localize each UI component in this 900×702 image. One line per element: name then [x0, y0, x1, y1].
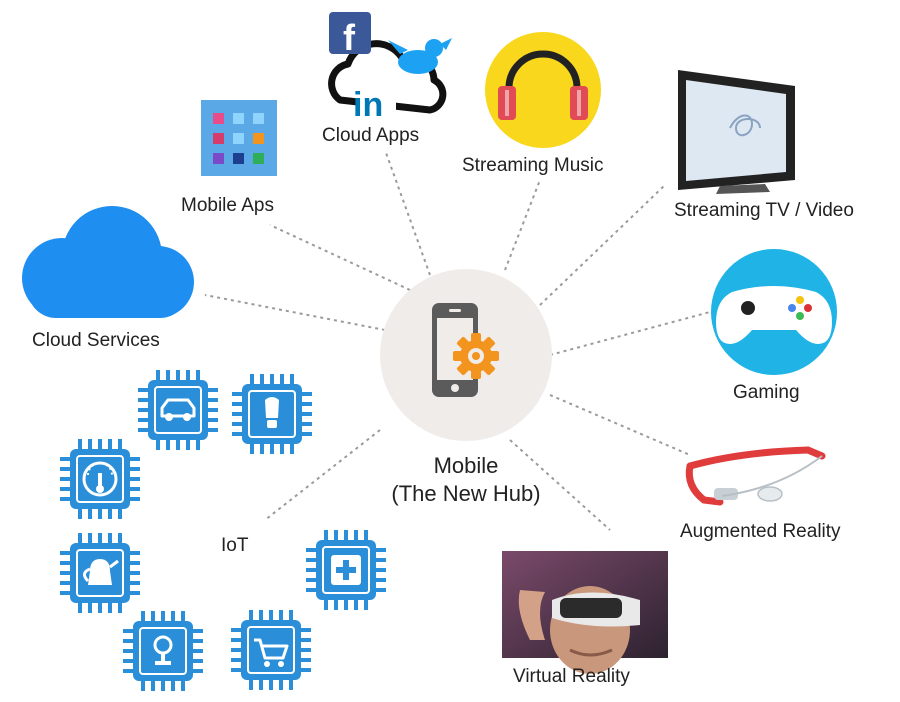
hub-node	[380, 269, 552, 441]
cloud-apps-label: Cloud Apps	[322, 125, 420, 146]
medical-chip-icon	[305, 529, 387, 611]
app-grid-icon	[201, 100, 277, 176]
thermometer-chip-icon	[59, 438, 141, 520]
television-icon	[678, 70, 795, 194]
mobile-aps-label: Mobile Aps	[181, 195, 274, 216]
hub-title: Mobile	[433, 453, 499, 478]
iot-label: IoT	[221, 535, 249, 556]
twitter-logo-icon	[388, 38, 452, 74]
connector-cloud-apps	[384, 149, 431, 276]
hub-subtitle: (The New Hub)	[391, 481, 541, 506]
connector-lines	[204, 149, 711, 531]
connector-mobile-aps	[269, 224, 411, 291]
kettle-chip-icon	[59, 532, 141, 614]
gaming-label: Gaming	[733, 382, 800, 403]
iot-devices	[59, 369, 387, 692]
cloud-services-label: Cloud Services	[32, 330, 160, 351]
connector-streaming-music	[504, 179, 541, 271]
cloud-social-icon: f in	[328, 12, 452, 124]
virtual-reality-label: Virtual Reality	[513, 666, 630, 687]
vr-headset-photo	[502, 551, 668, 674]
facebook-logo-icon	[329, 12, 371, 54]
smart-glasses-icon	[685, 446, 826, 506]
connector-augmented-reality	[549, 394, 691, 456]
lock-chip-icon	[122, 610, 204, 692]
linkedin-logo-icon	[356, 82, 396, 114]
connector-streaming-tv	[539, 184, 666, 306]
connector-virtual-reality	[509, 439, 611, 531]
augmented-reality-label: Augmented Reality	[680, 521, 841, 542]
car-chip-icon	[137, 369, 219, 451]
cart-chip-icon	[230, 609, 312, 691]
connector-cloud-services	[204, 294, 386, 331]
headphones-icon	[485, 32, 601, 148]
connector-gaming	[549, 311, 711, 356]
streaming-tv-label: Streaming TV / Video	[674, 200, 854, 221]
connector-iot	[264, 429, 381, 521]
svg-text:in: in	[353, 86, 383, 124]
streaming-music-label: Streaming Music	[462, 155, 604, 176]
svg-text:f: f	[343, 17, 356, 58]
gamepad-icon	[711, 249, 837, 375]
smartphone-gear-icon	[432, 303, 499, 397]
bulb-chip-icon	[231, 373, 313, 455]
cloud-icon	[22, 206, 194, 318]
